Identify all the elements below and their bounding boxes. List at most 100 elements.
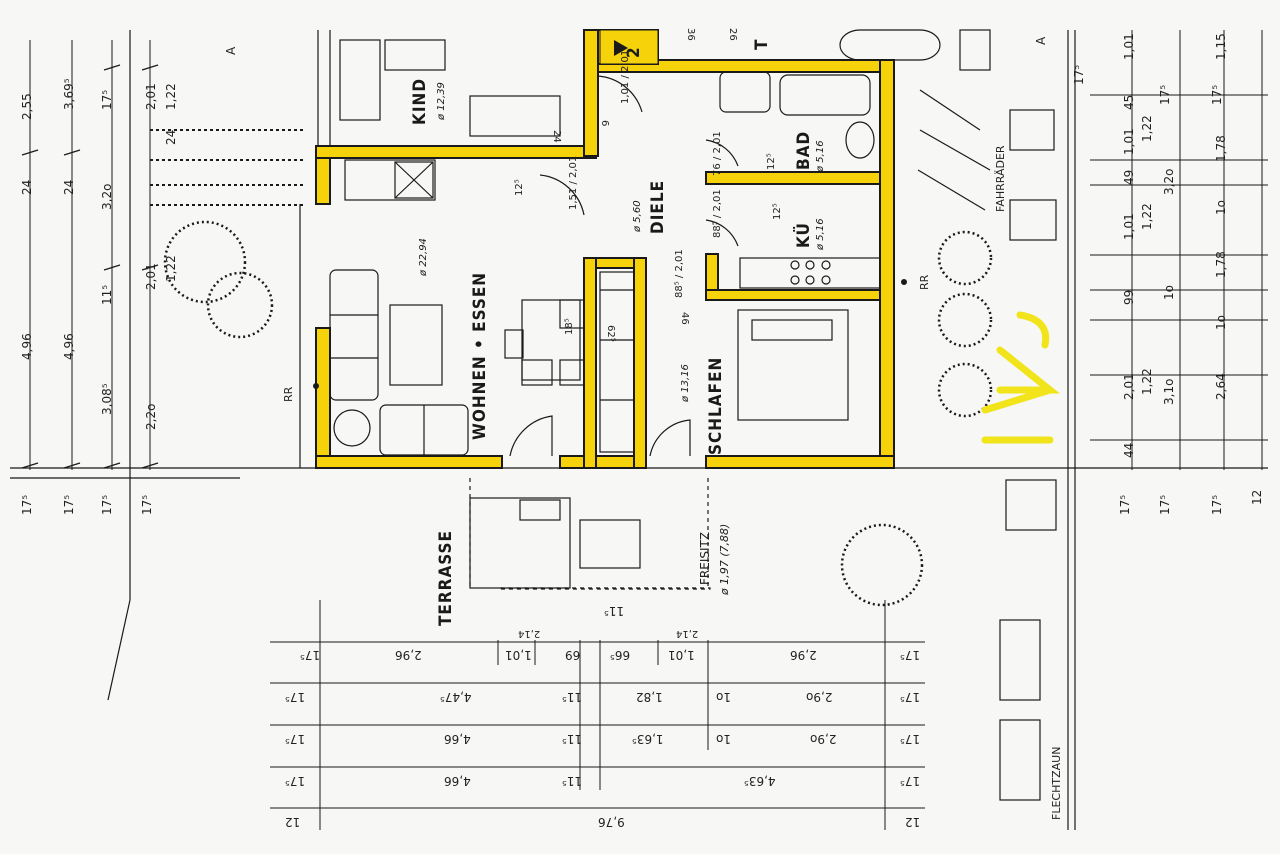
left-dim-4a: 2,01 bbox=[144, 83, 158, 110]
bottom-dim-3g: 17⁵ bbox=[900, 732, 921, 746]
bottom-dim-3b: 4,66 bbox=[444, 732, 471, 746]
left-dim-2b: 24 bbox=[62, 179, 76, 195]
section-marker-a-right: A bbox=[1034, 36, 1048, 45]
stair-marker-block bbox=[599, 29, 659, 65]
handwritten-17: 17 bbox=[985, 385, 986, 386]
room-diele-area: ø 5,60 bbox=[632, 200, 643, 232]
diele-door-dim: 1,51 / 2,01 bbox=[568, 155, 579, 210]
bottom-dimension-lines bbox=[270, 600, 925, 830]
kind-dim-6: 6 bbox=[599, 120, 610, 127]
room-diele-label: DIELE bbox=[648, 179, 668, 234]
left-dim-1c: 4,96 bbox=[20, 333, 34, 360]
bottom-dim-2d: 1,82 bbox=[636, 690, 663, 704]
top-dim-26: 26 bbox=[727, 28, 738, 41]
right-dim-3c: 1,78 bbox=[1214, 135, 1228, 162]
handwritten-mark bbox=[981, 311, 1060, 444]
left-dim-4f: 2,2o bbox=[144, 403, 158, 430]
right-dim-3d: 1o bbox=[1214, 200, 1228, 215]
hedge bbox=[150, 129, 305, 206]
right-dim-3g: 2,64 bbox=[1214, 373, 1228, 400]
right-dim-1a: 1,01 bbox=[1122, 33, 1136, 60]
trees bbox=[163, 220, 993, 607]
t-marker: T bbox=[752, 38, 772, 50]
bottom-dim-2e: 1o bbox=[716, 690, 731, 704]
right-dim-1c: 1,01 bbox=[1122, 128, 1136, 155]
schlafen-door-dim: 88⁵ / 2,01 bbox=[674, 249, 685, 298]
right-dim-3h: 17⁵ bbox=[1210, 494, 1224, 515]
bad-door-dim: 88⁵ / 2,01 bbox=[712, 189, 723, 238]
right-dim-3f: 1o bbox=[1214, 315, 1228, 330]
bottom-dim-5a: 12 bbox=[285, 815, 301, 829]
right-dim-3b: 17⁵ bbox=[1210, 84, 1224, 105]
right-dim-2h: 17⁵ bbox=[1158, 494, 1172, 515]
right-dim-2b: 1,22 bbox=[1140, 115, 1154, 142]
bottom-dim-1d: 69 bbox=[565, 648, 581, 662]
right-dim-1e: 1,01 bbox=[1122, 213, 1136, 240]
left-dim-1b: 24 bbox=[20, 179, 34, 195]
room-kueche-label: KÜ bbox=[794, 222, 814, 248]
bottom-dim-4e: 17⁵ bbox=[900, 774, 921, 788]
flechtzaun-label: FLECHTZAUN bbox=[1050, 746, 1063, 820]
left-dim-4g: 17⁵ bbox=[140, 494, 154, 515]
highlighted-walls bbox=[315, 29, 895, 469]
right-dim-1i: 17⁵ bbox=[1118, 494, 1132, 515]
room-bad-label: BAD bbox=[794, 130, 814, 170]
bottom-dim-1b: 2,96 bbox=[395, 648, 422, 662]
bottom-dim-2c: 11⁵ bbox=[562, 690, 583, 704]
left-dim-4b: 1,22 bbox=[164, 83, 178, 110]
right-dim-2f: 1,22 bbox=[1140, 368, 1154, 395]
wall-dim-625: 62⁵ bbox=[605, 325, 616, 342]
right-dim-3e: 1,78 bbox=[1214, 251, 1228, 278]
wall-dim-46: 46 bbox=[679, 312, 690, 325]
bottom-dim-1h: 17⁵ bbox=[900, 648, 921, 662]
bottom-dim-3c: 11⁵ bbox=[562, 732, 583, 746]
left-dim-3e: 17⁵ bbox=[100, 494, 114, 515]
rr-right-label: RR bbox=[918, 274, 931, 290]
left-dim-3b: 3,2o bbox=[100, 183, 114, 210]
room-bad-area: ø 5,16 bbox=[815, 140, 826, 172]
left-dimension-lines bbox=[21, 40, 159, 470]
right-dim-3a: 1,15 bbox=[1214, 33, 1228, 60]
bottom-dim-1c: 1,01 bbox=[505, 648, 532, 662]
kind-dim-24: 24 bbox=[551, 130, 562, 143]
bottom-dim-1f: 1,01 bbox=[668, 648, 695, 662]
bottom-dim-2b: 4,47⁵ bbox=[440, 690, 472, 704]
right-dim-1d: 49 bbox=[1122, 169, 1136, 185]
bottom-dim-4b: 4,66 bbox=[444, 774, 471, 788]
wall-dim-125-c: 12⁵ bbox=[772, 203, 783, 220]
fahrraeder-label: FAHRRÄDER bbox=[994, 145, 1007, 212]
bottom-dim-2g: 17⁵ bbox=[900, 690, 921, 704]
rr-left-label: RR bbox=[282, 386, 295, 402]
bottom-dim-2a: 17⁵ bbox=[285, 690, 306, 704]
bottom-dim-1a: 17⁵ bbox=[300, 648, 321, 662]
left-dim-2c: 4,96 bbox=[62, 333, 76, 360]
room-wohnen-area: ø 22,94 bbox=[418, 238, 429, 276]
left-dim-4d: 2,01 bbox=[144, 263, 158, 290]
wall-dim-125-b: 12⁵ bbox=[766, 153, 777, 170]
right-dim-2g: 3,1o bbox=[1162, 378, 1176, 405]
left-dim-3d: 3,08⁵ bbox=[100, 383, 114, 415]
left-dim-1a: 2,55 bbox=[20, 93, 34, 120]
left-dim-3c: 11⁵ bbox=[100, 284, 114, 305]
bottom-dim-3f: 2,9o bbox=[810, 732, 837, 746]
bottom-dim-2f: 2,9o bbox=[806, 690, 833, 704]
freisitz-dim: 11⁵ bbox=[604, 604, 625, 618]
bottom-dim-1e: 66⁵ bbox=[610, 648, 631, 662]
right-dim-4b: 12 bbox=[1250, 489, 1264, 505]
right-dim-1h: 44 bbox=[1122, 442, 1136, 458]
diele-door2-dim: 76 / 2,01 bbox=[712, 131, 723, 176]
bottom-dim-4d: 4,63⁵ bbox=[744, 774, 776, 788]
right-dim-2e: 1o bbox=[1162, 285, 1176, 300]
bottom-dim-3d: 1,63⁵ bbox=[632, 732, 664, 746]
right-dim-1g: 2,01 bbox=[1122, 373, 1136, 400]
interior-lines bbox=[299, 29, 1057, 801]
right-dim-1b: 45 bbox=[1122, 94, 1136, 110]
bottom-dim-1-small-b: 2,14 bbox=[676, 628, 699, 639]
room-kueche-area: ø 5,16 bbox=[815, 218, 826, 250]
bottom-dim-3a: 17⁵ bbox=[285, 732, 306, 746]
left-dim-2a: 3,69⁵ bbox=[62, 78, 76, 110]
rr-markers bbox=[313, 279, 907, 389]
left-dim-1d: 17⁵ bbox=[20, 494, 34, 515]
terrasse-label: TERRASSE bbox=[436, 530, 456, 626]
